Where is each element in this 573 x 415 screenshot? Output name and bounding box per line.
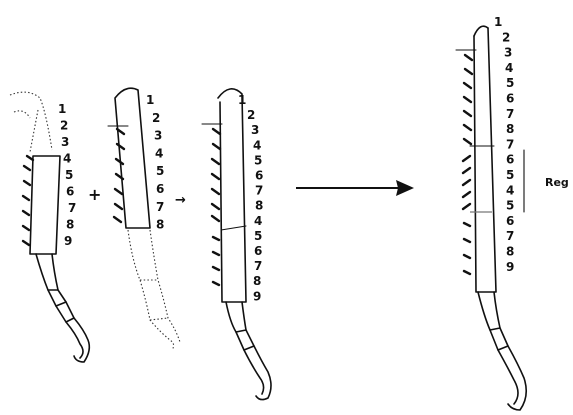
plus-symbol: +: [88, 185, 101, 204]
panel-1-numbers: 1 2 3 4 5 6 7 8 9: [58, 102, 76, 248]
segment-number: 2: [60, 119, 68, 133]
segment-number: 6: [255, 169, 263, 183]
panel-1-leg: [10, 92, 89, 362]
segment-number: 7: [506, 229, 514, 243]
segment-number: 7: [255, 184, 263, 198]
segment-number: 1: [494, 15, 502, 29]
segment-number: 4: [63, 152, 71, 166]
segment-number: 7: [254, 259, 262, 273]
region-label: Reg: [545, 176, 569, 189]
segment-number: 8: [253, 274, 261, 288]
segment-number: 4: [253, 138, 261, 152]
segment-number: 3: [61, 135, 69, 149]
segment-number: 4: [155, 146, 163, 160]
segment-number: 5: [254, 153, 262, 167]
segment-number: 4: [505, 61, 513, 75]
segment-number: 3: [251, 123, 259, 137]
segment-number: 7: [506, 137, 514, 151]
segment-number: 6: [506, 92, 514, 106]
large-arrow: [296, 180, 414, 196]
panel-2-leg: [108, 88, 180, 350]
panel-4-leg: [456, 26, 526, 410]
segment-number: 4: [254, 214, 262, 228]
segment-number: 5: [506, 168, 514, 182]
segment-number: 1: [238, 93, 246, 107]
segment-number: 3: [154, 129, 162, 143]
segment-number: 5: [506, 199, 514, 213]
segment-number: 5: [65, 168, 73, 182]
segment-number: 8: [506, 122, 514, 136]
small-arrow: →: [175, 193, 186, 208]
segment-number: 8: [66, 218, 74, 232]
segment-number: 4: [506, 183, 514, 197]
segment-number: 9: [253, 289, 261, 303]
segment-number: 5: [156, 164, 164, 178]
segment-number: 6: [156, 182, 164, 196]
segment-number: 5: [506, 76, 514, 90]
segment-number: 9: [64, 234, 72, 248]
segment-number: 6: [506, 214, 514, 228]
segment-number: 8: [156, 218, 164, 232]
segment-number: 5: [254, 229, 262, 243]
segment-number: 2: [502, 30, 510, 44]
segment-number: 8: [255, 199, 263, 213]
segment-number: 8: [506, 245, 514, 259]
segment-number: 3: [504, 46, 512, 60]
segment-number: 7: [156, 200, 164, 214]
segment-number: 6: [254, 244, 262, 258]
segment-number: 7: [68, 201, 76, 215]
segment-number: 7: [506, 107, 514, 121]
segment-number: 6: [66, 185, 74, 199]
segment-number: 1: [146, 93, 154, 107]
segment-number: 2: [152, 111, 160, 125]
segment-number: 6: [506, 153, 514, 167]
segment-number: 2: [247, 108, 255, 122]
segment-number: 9: [506, 260, 514, 274]
segment-number: 1: [58, 102, 66, 116]
